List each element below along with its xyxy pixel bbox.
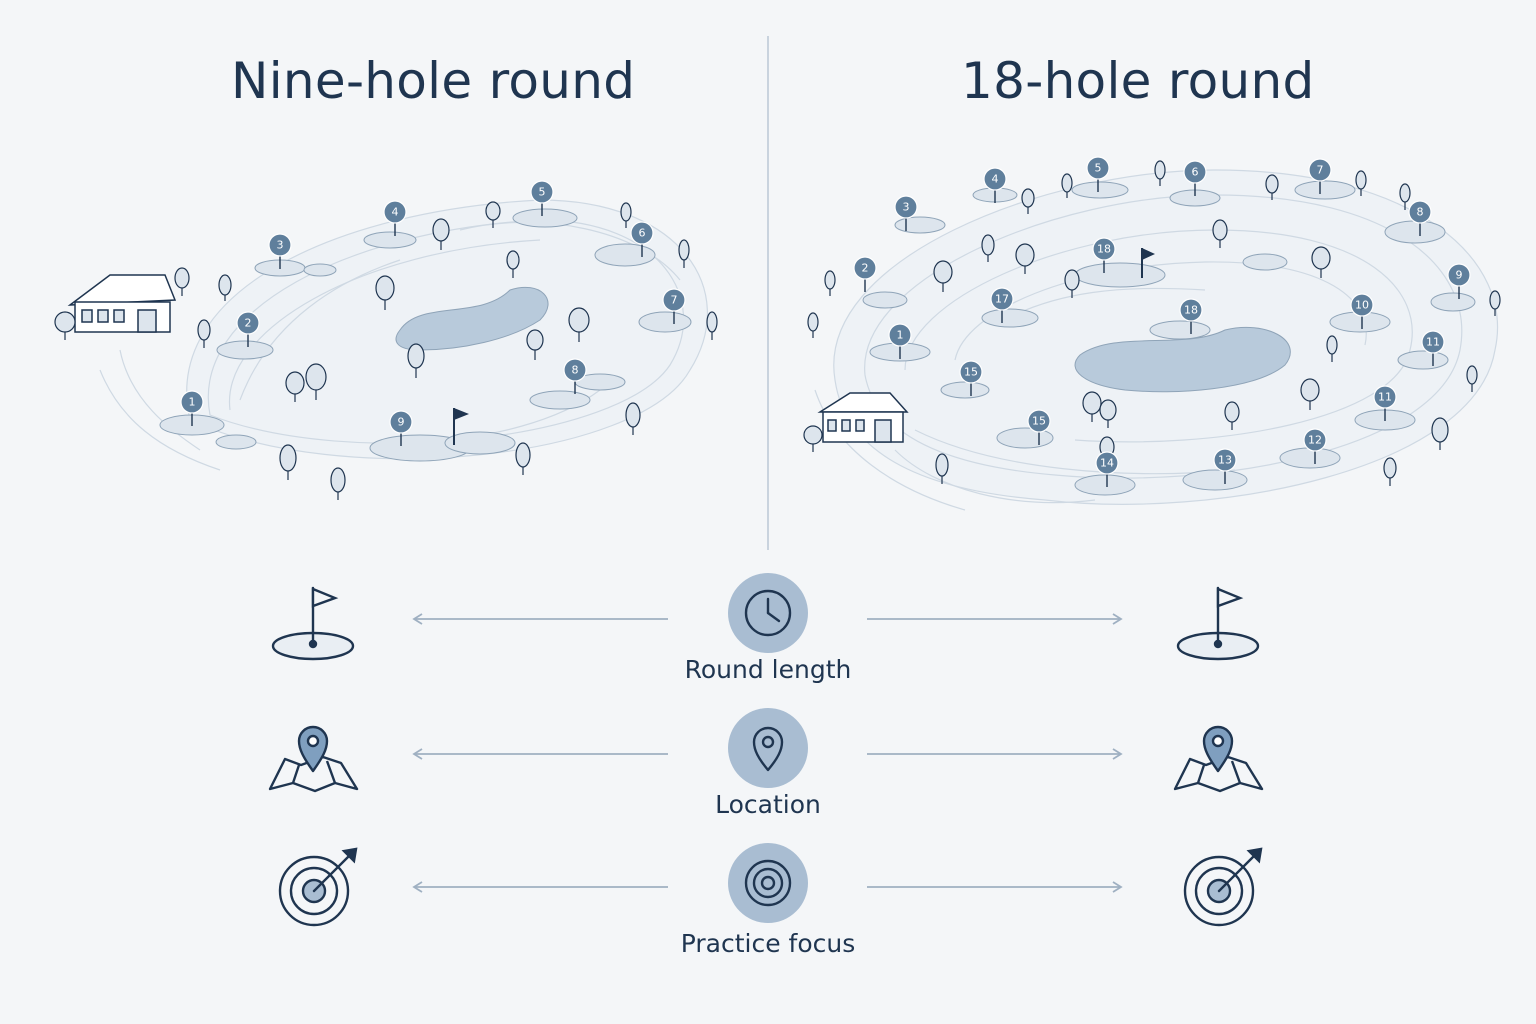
comparison-row-location: Location xyxy=(0,700,1536,820)
hole-pin: 5 xyxy=(530,180,554,216)
hole-number: 6 xyxy=(1192,166,1199,179)
golf-flag-icon xyxy=(1170,580,1266,664)
hole-pin: 2 xyxy=(236,311,260,347)
clubhouse-icon xyxy=(817,392,909,443)
hole-number: 8 xyxy=(572,364,579,377)
hole-number: 12 xyxy=(1308,434,1322,447)
hole-number: 1 xyxy=(897,329,904,342)
location-pin-icon xyxy=(728,708,808,788)
hole-number: 5 xyxy=(539,186,546,199)
hole-pin: 7 xyxy=(662,288,686,324)
trees xyxy=(54,201,718,500)
hole-number: 2 xyxy=(862,262,869,275)
hole-number: 7 xyxy=(1317,164,1324,177)
hole-pin: 3 xyxy=(894,195,918,231)
hole-pin: 8 xyxy=(1408,200,1432,236)
map-pin-icon xyxy=(265,715,361,799)
arrow-left xyxy=(410,880,670,894)
hole-number: 6 xyxy=(639,227,646,240)
hole-pin: 6 xyxy=(630,221,654,257)
hole-number: 7 xyxy=(671,294,678,307)
golf-flag-icon xyxy=(265,580,361,664)
hole-pin: 11 xyxy=(1373,385,1397,421)
comparison-label: Location xyxy=(715,790,821,819)
target-arrow-icon xyxy=(270,845,366,929)
hole-pins-left: 1 2 3 4 5 6 7 8 9 xyxy=(180,180,686,446)
green-flag-icon xyxy=(453,408,469,445)
hole-pin: 12 xyxy=(1303,428,1327,464)
hole-number: 9 xyxy=(1456,269,1463,282)
hole-number: 4 xyxy=(392,206,399,219)
arrow-right xyxy=(865,612,1125,626)
hole-number: 18 xyxy=(1097,243,1111,256)
nine-hole-course-map: 1 2 3 4 5 6 7 8 9 xyxy=(40,170,740,510)
hole-pin: 6 xyxy=(1183,160,1207,196)
hole-number: 4 xyxy=(992,173,999,186)
hole-number: 11 xyxy=(1426,336,1440,349)
hole-number: 18 xyxy=(1184,304,1198,317)
hole-pin: 9 xyxy=(389,410,413,446)
green-flag-icon xyxy=(1141,248,1155,278)
clubhouse-icon xyxy=(67,274,177,333)
hole-pin: 9 xyxy=(1447,263,1471,299)
arrow-right xyxy=(865,747,1125,761)
nine-hole-course-illustration: 1 2 3 4 5 6 7 8 9 xyxy=(54,180,718,500)
hole-pin: 17 xyxy=(990,287,1014,323)
hole-pin: 13 xyxy=(1213,448,1237,484)
comparison-row-round-length: Round length xyxy=(0,565,1536,685)
map-pin-icon xyxy=(1170,715,1266,799)
hole-pin: 18 xyxy=(1092,237,1116,273)
nine-hole-title: Nine-hole round xyxy=(231,52,636,110)
hole-number: 1 xyxy=(189,396,196,409)
arrow-left xyxy=(410,747,670,761)
hole-number: 14 xyxy=(1100,457,1114,470)
hole-number: 15 xyxy=(1032,415,1046,428)
trees xyxy=(803,160,1501,486)
hole-number: 3 xyxy=(903,201,910,214)
hole-pin: 15 xyxy=(1027,409,1051,445)
hole-pin: 11 xyxy=(1421,330,1445,366)
target-arrow-icon xyxy=(1175,845,1271,929)
comparison-row-practice-focus: Practice focus xyxy=(0,835,1536,958)
hole-number: 17 xyxy=(995,293,1009,306)
hole-number: 13 xyxy=(1218,454,1232,467)
hole-pin: 4 xyxy=(983,167,1007,203)
hole-number: 10 xyxy=(1355,299,1369,312)
pond xyxy=(1074,326,1291,393)
hole-pin: 3 xyxy=(268,233,292,269)
eighteen-hole-title: 18-hole round xyxy=(961,52,1315,110)
hole-number: 15 xyxy=(964,366,978,379)
hole-number: 2 xyxy=(245,317,252,330)
hole-number: 3 xyxy=(277,239,284,252)
hole-number: 11 xyxy=(1378,391,1392,404)
hole-pin: 7 xyxy=(1308,158,1332,194)
hole-pin: 15 xyxy=(959,360,983,396)
hole-pin: 1 xyxy=(888,323,912,359)
hole-pin: 8 xyxy=(563,358,587,394)
arrow-right xyxy=(865,880,1125,894)
hole-pin: 4 xyxy=(383,200,407,236)
comparison-label: Practice focus xyxy=(680,929,856,958)
hole-number: 8 xyxy=(1417,206,1424,219)
center-divider xyxy=(767,36,769,550)
hole-number: 5 xyxy=(1095,162,1102,175)
hole-pin: 2 xyxy=(853,256,877,292)
hole-pin: 10 xyxy=(1350,293,1374,329)
hole-pin: 5 xyxy=(1086,156,1110,192)
hole-pin: 14 xyxy=(1095,451,1119,487)
hole-pin: 18 xyxy=(1179,298,1203,334)
arrow-left xyxy=(410,612,670,626)
clock-icon xyxy=(728,573,808,653)
target-icon xyxy=(728,843,808,923)
hole-pin: 1 xyxy=(180,390,204,426)
hole-number: 9 xyxy=(398,416,405,429)
comparison-label: Round length xyxy=(684,655,852,684)
